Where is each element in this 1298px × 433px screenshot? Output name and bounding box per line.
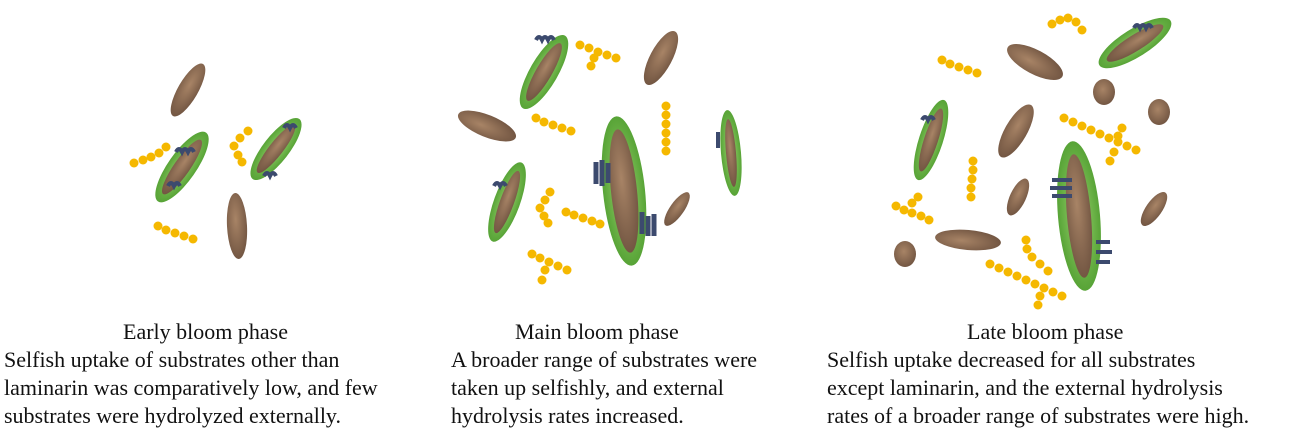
receptor-icon (264, 173, 276, 176)
receptor-icon (596, 160, 608, 186)
bacterium-cell (225, 193, 248, 260)
selfish-bacterium (1052, 139, 1107, 292)
selfish-bacterium (595, 114, 652, 268)
selfish-bacterium (480, 158, 533, 246)
panel-description-line: Selfish uptake decreased for all substra… (823, 346, 1293, 374)
receptor-icon (536, 37, 554, 40)
bloom-phase-diagram (0, 0, 1298, 310)
main-bloom-illustration (454, 26, 745, 284)
early-bloom-illustration (130, 59, 310, 259)
bacterium-cell (1136, 188, 1172, 230)
selfish-bacterium (1092, 9, 1178, 77)
receptor-icon (642, 212, 654, 236)
panel-description-line: laminarin was comparatively low, and few (0, 374, 420, 402)
substrate-chain (562, 208, 605, 229)
substrate-chain (528, 250, 572, 285)
panel-description-line: Selfish uptake of substrates other than (0, 346, 420, 374)
substrate-chain (576, 41, 621, 71)
substrate-chain (130, 143, 171, 168)
substrate-chain (230, 127, 253, 167)
early-bloom-panel-text: Early bloom phase Selfish uptake of subs… (0, 318, 420, 430)
selfish-bacterium (717, 109, 744, 196)
bacterium-cell (1002, 37, 1068, 87)
late-bloom-illustration (892, 9, 1179, 310)
substrate-chain (536, 188, 555, 228)
panel-description-line: except laminarin, and the external hydro… (823, 374, 1293, 402)
selfish-bacterium (146, 125, 217, 210)
bacterium-cell (164, 59, 211, 121)
bacterium-cell (637, 26, 685, 89)
substrate-chain (532, 114, 576, 136)
bacterium-cell (454, 104, 520, 148)
bacterium-cell (894, 241, 916, 267)
bacterium-cell (1148, 99, 1170, 125)
bacterium-cell (1093, 79, 1115, 105)
late-bloom-panel-text: Late bloom phase Selfish uptake decrease… (823, 318, 1293, 430)
main-bloom-panel-text: Main bloom phase A broader range of subs… (448, 318, 808, 430)
substrate-chain (154, 222, 198, 244)
panel-description-line: substrates were hydrolyzed externally. (0, 402, 420, 430)
panel-description-line: A broader range of substrates were (448, 346, 808, 374)
bacterium-cell (660, 189, 694, 230)
bacterium-cell (1002, 175, 1033, 218)
substrate-chain (938, 56, 982, 78)
substrate-chain (967, 157, 978, 202)
bacterium-cell (991, 100, 1040, 163)
receptor-icon (168, 183, 180, 186)
bacterium-cell (934, 227, 1001, 253)
receptor-icon (922, 117, 934, 120)
selfish-bacterium (511, 29, 577, 116)
substrate-chain (662, 102, 671, 156)
selfish-bacterium (907, 96, 956, 183)
panel-description-line: rates of a broader range of substrates w… (823, 402, 1293, 430)
receptor-icon (284, 125, 296, 128)
panel-title: Early bloom phase (0, 318, 420, 346)
panel-title: Main bloom phase (448, 318, 808, 346)
substrate-chain (892, 193, 934, 225)
receptor-icon (494, 183, 506, 186)
panel-description-line: taken up selfishly, and external (448, 374, 808, 402)
panel-description-line: hydrolysis rates increased. (448, 402, 808, 430)
panel-title: Late bloom phase (823, 318, 1293, 346)
substrate-chain (1048, 14, 1087, 35)
